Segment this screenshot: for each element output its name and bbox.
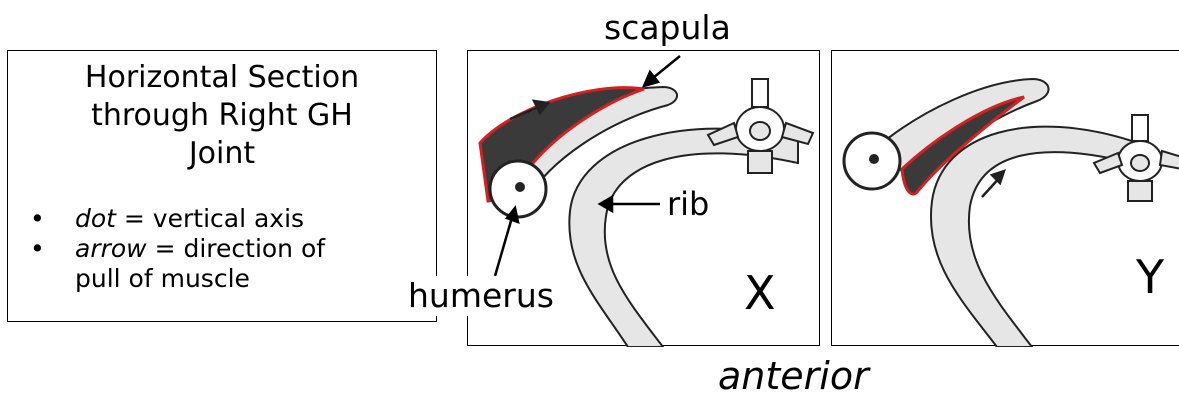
legend-definition-arrow: = direction of: [147, 234, 325, 263]
diagram-panel-y: Y: [831, 50, 1179, 346]
legend-term-dot: dot: [75, 204, 116, 233]
legend-term-arrow: arrow: [75, 234, 147, 263]
legend-title: Horizontal Section through Right GH Join…: [8, 59, 436, 173]
panel-label-y: Y: [1130, 251, 1176, 303]
legend-item-arrow: • arrow = direction of pull of muscle: [30, 234, 325, 294]
vertebra: [1094, 115, 1179, 201]
label-anterior: anterior: [718, 356, 869, 396]
vertical-axis-dot: [869, 154, 879, 164]
legend-definition-arrow-line-2: pull of muscle: [75, 264, 325, 294]
legend-box: Horizontal Section through Right GH Join…: [7, 50, 437, 322]
vertical-axis-dot: [515, 182, 525, 192]
label-scapula: scapula: [590, 8, 745, 48]
legend-title-line-2: through Right GH: [8, 97, 436, 135]
label-rib: rib: [667, 184, 709, 224]
legend-list: • dot = vertical axis • arrow = directio…: [30, 204, 325, 294]
panel-label-x: X: [738, 267, 782, 319]
cross-section-y: [832, 51, 1179, 347]
bullet: •: [30, 234, 45, 264]
legend-title-line-1: Horizontal Section: [8, 59, 436, 97]
legend-item-dot: • dot = vertical axis: [30, 204, 325, 234]
bullet: •: [30, 204, 45, 234]
label-humerus: humerus: [402, 276, 560, 316]
legend-definition-dot: = vertical axis: [116, 204, 304, 233]
legend-title-line-3: Joint: [8, 135, 436, 173]
